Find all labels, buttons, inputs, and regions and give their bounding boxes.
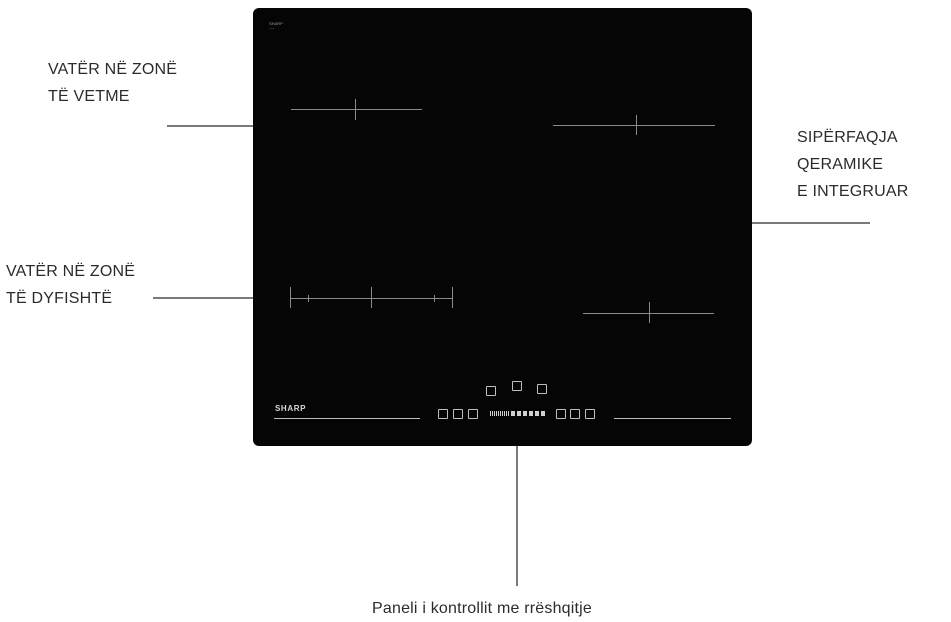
- timer-icon[interactable]: [486, 386, 496, 396]
- control-panel-leader: [516, 446, 518, 586]
- ceramic-surface-label-line1: SIPËRFAQJA: [797, 129, 898, 146]
- single-zone-leader: [167, 125, 253, 127]
- power-icon[interactable]: [438, 409, 448, 419]
- single-zone-label: VATËR NË ZONË TË VETME: [48, 56, 177, 110]
- dual-zone-label-line2: TË DYFISHTË: [6, 290, 113, 307]
- corner-print: SHARP ----: [269, 21, 283, 30]
- dual-zone-label-line1: VATËR NË ZONË: [6, 263, 136, 280]
- dual-zone-leader: [153, 297, 253, 299]
- ceramic-surface-label-line3: E INTEGRUAR: [797, 183, 909, 200]
- dual-zone-label: VATËR NË ZONË TË DYFISHTË: [6, 258, 135, 312]
- control-line-left: [274, 418, 420, 419]
- lock-icon[interactable]: [512, 381, 522, 391]
- boost-icon[interactable]: [453, 409, 463, 419]
- induction-hob: SHARP ---- SHARP: [253, 8, 752, 446]
- stop-go-icon[interactable]: [585, 409, 595, 419]
- zone-select-icon[interactable]: [570, 409, 580, 419]
- single-zone-label-line2: TË VETME: [48, 88, 130, 105]
- single-zone-label-line1: VATËR NË ZONË: [48, 61, 178, 78]
- bridge-icon[interactable]: [556, 409, 566, 419]
- pause-icon[interactable]: [537, 384, 547, 394]
- brand-logo: SHARP: [275, 404, 307, 413]
- ceramic-surface-label: SIPËRFAQJA QERAMIKE E INTEGRUAR: [797, 124, 909, 205]
- control-panel-label: Paneli i kontrollit me rrëshqitje: [372, 600, 593, 617]
- control-line-right: [614, 418, 731, 419]
- ceramic-surface-label-line2: QERAMIKE: [797, 156, 884, 173]
- ceramic-surface-leader: [752, 222, 870, 224]
- keep-warm-icon[interactable]: [468, 409, 478, 419]
